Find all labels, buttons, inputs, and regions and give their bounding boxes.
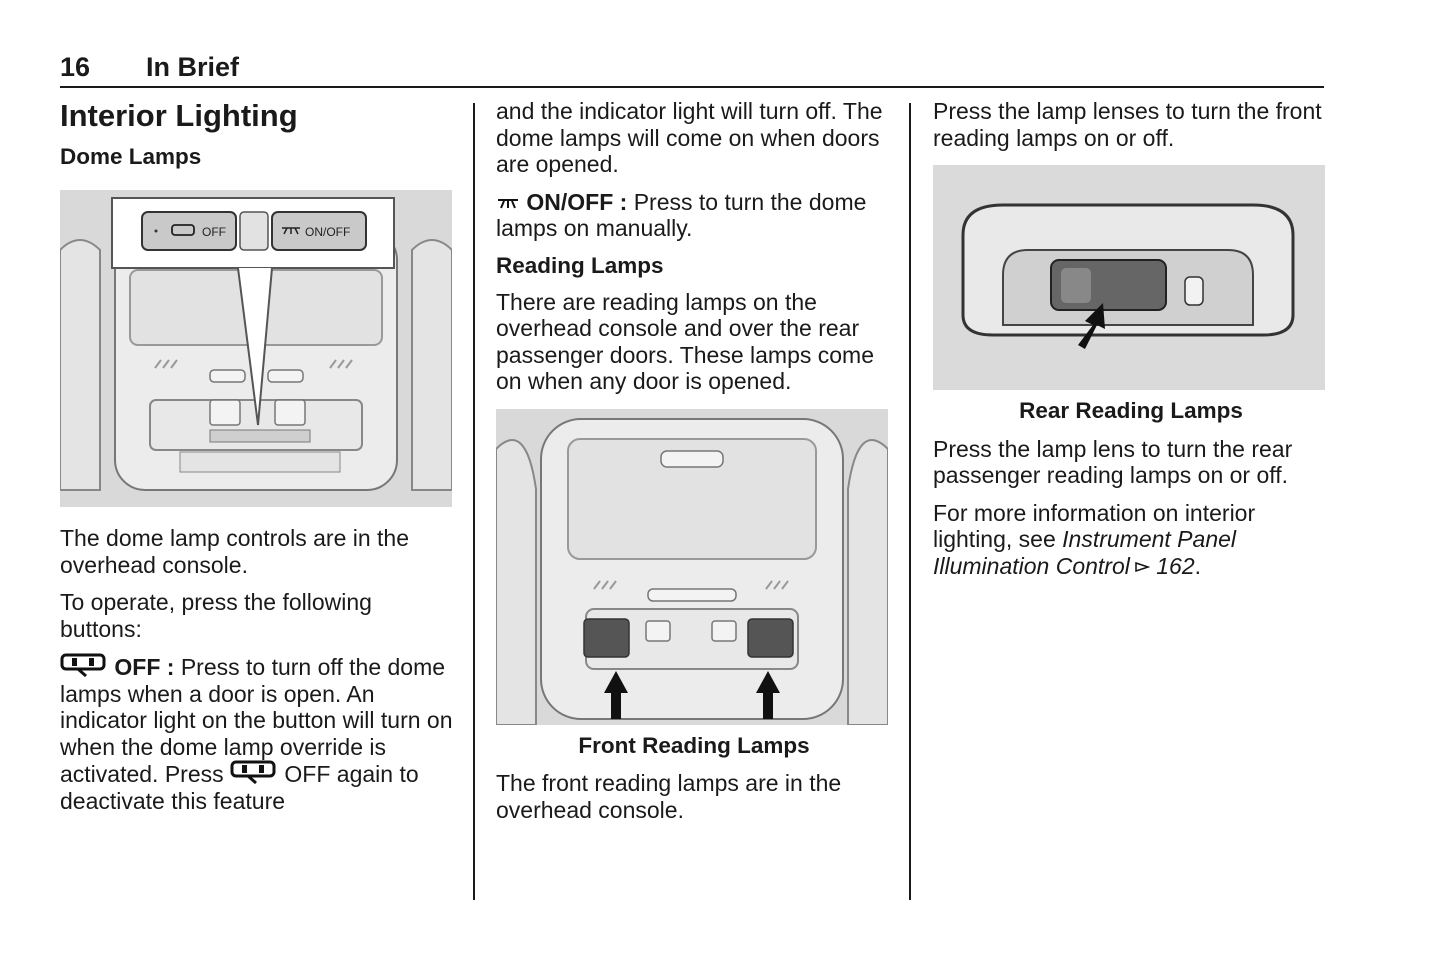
reference-arrow-icon: [1135, 561, 1150, 572]
off-text: Press to turn off the dome lamps when a …: [60, 654, 453, 787]
front-console-illustration: [496, 408, 888, 725]
rear-reading-lamps-figure: [933, 165, 1325, 390]
dome-override-icon: [60, 653, 106, 677]
column-1: Interior Lighting Dome Lamps OFF: [60, 98, 456, 825]
page-title: Interior Lighting: [60, 98, 298, 133]
column-3: Press the lamp lenses to turn the front …: [933, 98, 1329, 590]
reference-link[interactable]: Instrument Panel Illumination Control: [933, 526, 1237, 579]
paragraph: and the indicator light will turn off. T…: [496, 98, 883, 177]
section-title: In Brief: [146, 52, 240, 82]
reference-page[interactable]: 162: [1149, 552, 1195, 579]
page-header: 16 In Brief: [60, 52, 1324, 88]
column-divider: [909, 103, 911, 900]
dome-override-icon: [230, 760, 276, 784]
paragraph: The front reading lamps are in the overh…: [496, 770, 842, 823]
off-text-2: OFF again to deactivate this feature: [60, 761, 419, 814]
paragraph: Press the lamp lenses to turn the front …: [933, 98, 1322, 151]
dome-console-illustration: OFF ON/OFF: [60, 190, 452, 507]
column-2: and the indicator light will turn off. T…: [496, 98, 892, 834]
front-reading-lamps-figure: [496, 408, 888, 725]
column-divider: [473, 103, 475, 900]
paragraph: The dome lamp controls are in the overhe…: [60, 525, 410, 578]
reference-paragraph: For more information on interior lightin…: [933, 500, 1329, 580]
dome-lamps-heading: Dome Lamps: [60, 144, 202, 169]
paragraph: To operate, press the following buttons:: [60, 589, 372, 642]
onoff-text: Press to turn the dome lamps on manually…: [496, 188, 867, 242]
onoff-label: ON/OFF :: [526, 188, 628, 215]
off-description: OFF : Press to turn off the dome lamps w…: [60, 653, 456, 814]
reading-lamps-heading: Reading Lamps: [496, 252, 664, 278]
onoff-description: ON/OFF : Press to turn the dome lamps on…: [496, 189, 892, 242]
front-reading-lamps-caption: Front Reading Lamps: [578, 732, 810, 758]
rear-reading-lamps-caption: Rear Reading Lamps: [1019, 398, 1243, 423]
off-label: OFF :: [114, 654, 175, 680]
rear-lamp-illustration: [933, 165, 1325, 390]
dome-lamp-icon: [498, 198, 518, 208]
dome-lamps-figure: OFF ON/OFF: [60, 190, 452, 507]
paragraph: Press the lamp lens to turn the rear pas…: [933, 435, 1293, 489]
reference-text: For more information on interior lightin…: [933, 499, 1256, 553]
off-button-label: OFF: [202, 225, 226, 239]
reference-end: .: [1194, 552, 1202, 579]
page-number: 16: [60, 52, 91, 82]
onoff-button-label: ON/OFF: [305, 225, 350, 239]
paragraph: There are reading lamps on the overhead …: [496, 288, 874, 395]
